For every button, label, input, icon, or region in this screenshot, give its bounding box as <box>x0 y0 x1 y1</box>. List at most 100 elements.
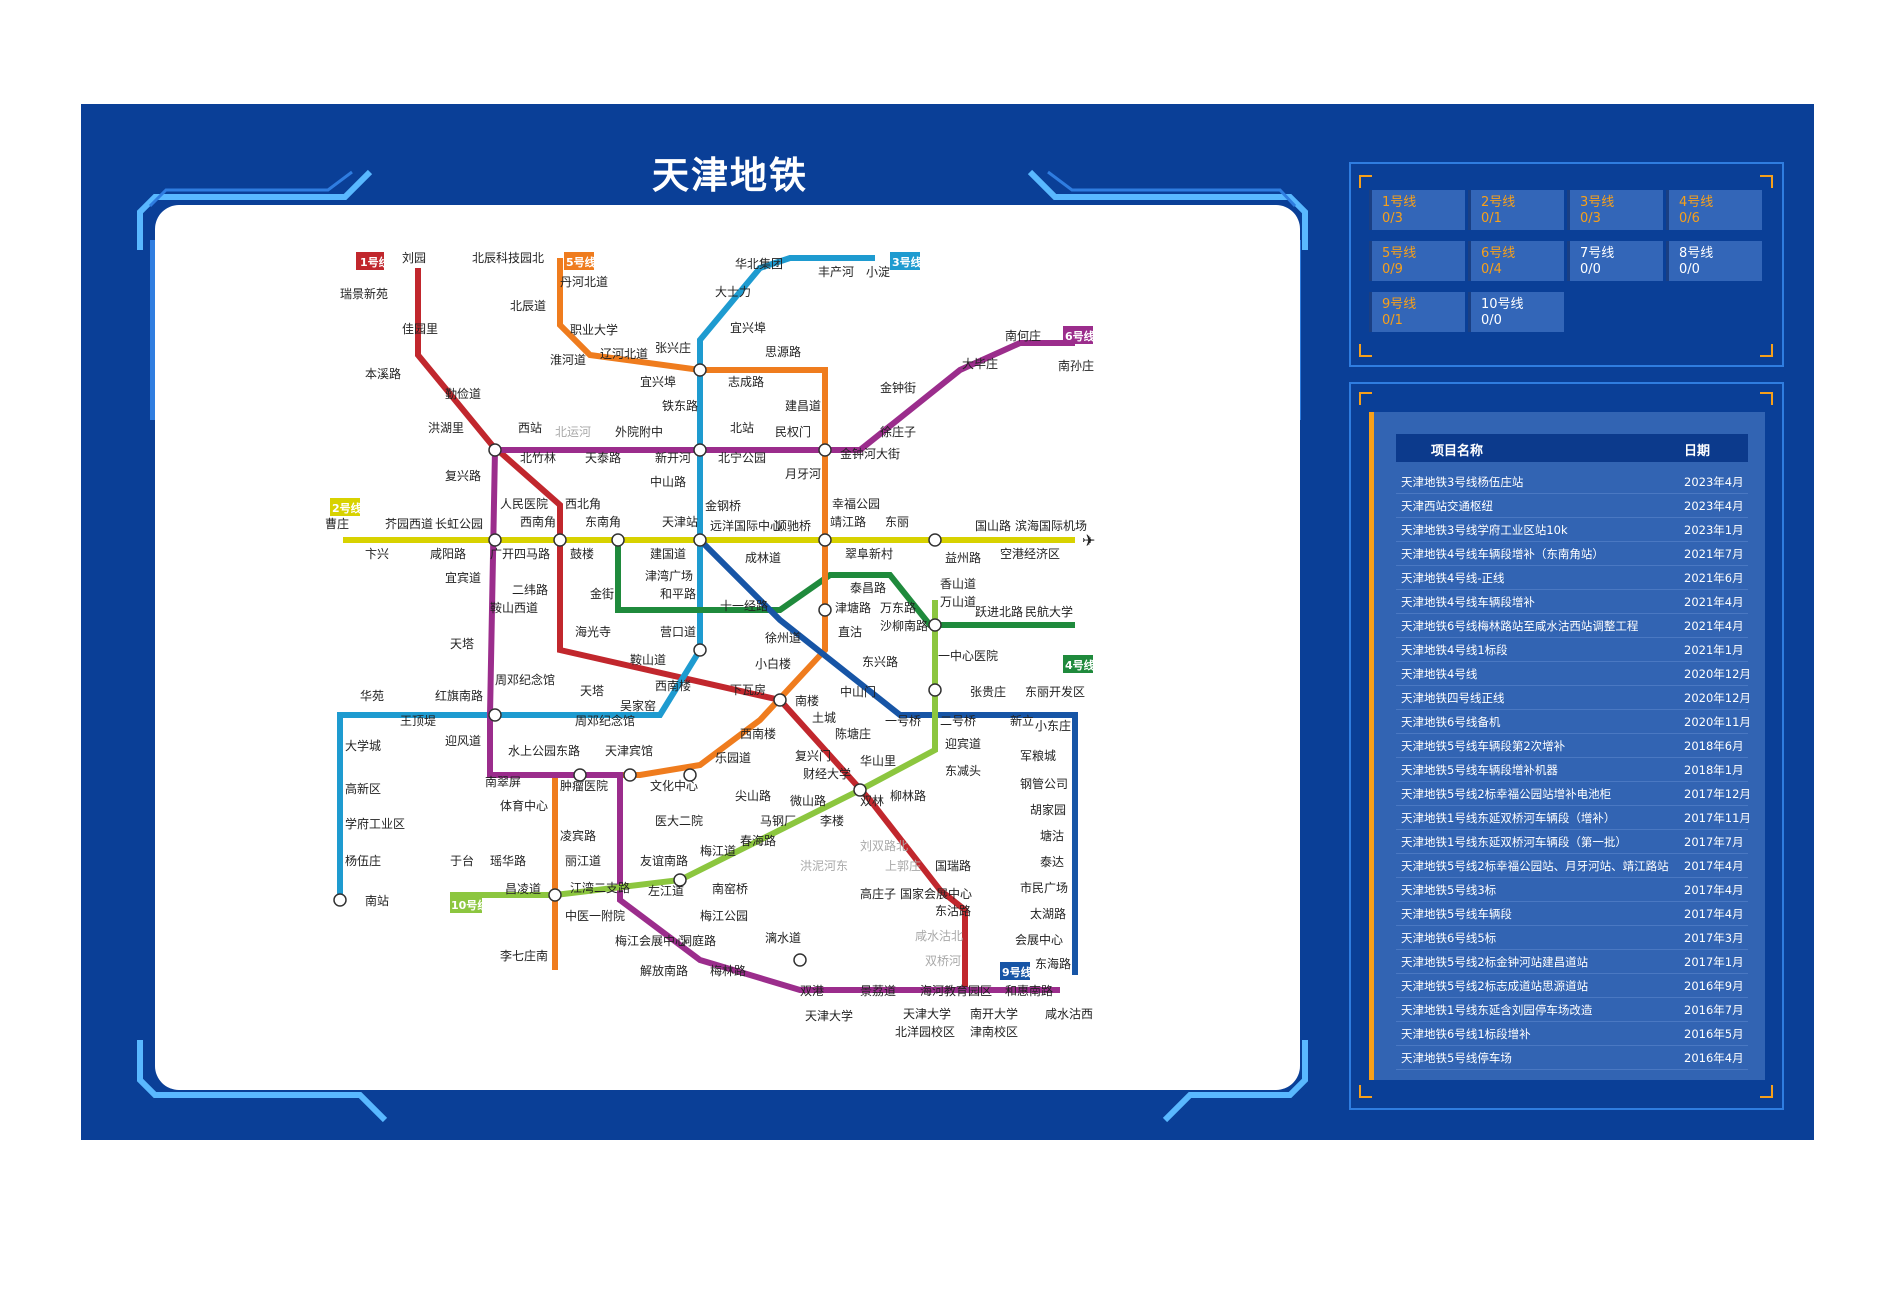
station-dashili: 大士力 <box>715 285 751 299</box>
line-item-name: 1号线 <box>1382 195 1417 210</box>
line-item-count: 0/3 <box>1382 211 1403 226</box>
station-fuxinglu: 复兴路 <box>445 468 481 483</box>
station-yidaeryuan: 医大二院 <box>655 814 703 828</box>
line-item-count: 0/4 <box>1481 262 1502 277</box>
project-date: 2017年4月 <box>1684 907 1744 921</box>
station-haiguangsi: 海光寺 <box>575 624 611 639</box>
station-changhongpark: 长虹公园 <box>435 517 483 531</box>
table-row[interactable]: 天津地铁5号线车辆段 2017年4月 <box>1396 902 1748 926</box>
station-guojiahuizhan: 国家会展中心 <box>900 886 972 901</box>
station-gulou: 鼓楼 <box>570 546 594 561</box>
station-zhigu: 直沽 <box>838 625 862 639</box>
line-3-path <box>337 255 875 900</box>
station-guoruilu: 国瑞路 <box>935 858 971 873</box>
station-majiachang: 马钢厂 <box>760 814 796 828</box>
col-project-name: 项目名称 <box>1431 444 1484 459</box>
station-zhangxingzhuang: 张兴庄 <box>655 340 691 355</box>
project-name: 天津地铁4号线车辆段增补 <box>1401 595 1535 609</box>
station-meijianghuizhanzhongxin: 梅江会展中心 <box>615 933 687 948</box>
table-row[interactable]: 天津地铁1号线东延双桥河车辆段（增补）2017年11月 <box>1396 806 1751 830</box>
station-xianshuigubei: 咸水沽北 <box>915 929 963 943</box>
station-qinjiandao: 勤俭道 <box>445 386 481 401</box>
station-dongtinglu: 洞庭路 <box>680 933 716 948</box>
line-item-name: 6号线 <box>1481 246 1516 261</box>
metro-map[interactable]: 1号线 2号线 3号线 4号线 5号线 6号线 9号线 10号线 刘园 瑞景新苑… <box>155 205 1300 1090</box>
station-dongnanjiao: 东南角 <box>585 514 621 529</box>
station-huizhanzhongxin: 会展中心 <box>1015 932 1063 947</box>
station-tianta: 天塔 <box>450 637 474 651</box>
station-huaihedao: 淮河道 <box>550 353 586 367</box>
project-name: 天津地铁4号线-正线 <box>1401 571 1505 585</box>
station-beichenkejiyuanbei: 北辰科技园北 <box>472 251 544 265</box>
project-name: 天津地铁5号线2标幸福公园站增补电池柜 <box>1401 787 1612 801</box>
table-row[interactable]: 天津地铁1号线东延双桥河车辆段（第一批）2017年7月 <box>1396 830 1748 854</box>
station-dongli: 东丽 <box>885 515 909 529</box>
station-nanzhan: 南站 <box>365 893 389 908</box>
project-name: 天津地铁4号线1标段 <box>1401 643 1508 657</box>
station-xibeijiao: 西北角 <box>565 497 601 511</box>
station-chunhailu: 春海路 <box>740 833 776 848</box>
station-yangwuzhuang: 杨伍庄 <box>345 853 381 868</box>
line-4-path <box>615 540 1075 628</box>
station-weishanlu: 微山路 <box>790 793 826 808</box>
station-shiminguangchang: 市民广场 <box>1020 880 1068 895</box>
station-yuejinbeilu: 跃进北路 <box>975 604 1023 619</box>
line-1-path <box>415 268 968 990</box>
project-name: 天津地铁5号线车辆段第2次增补 <box>1401 739 1566 753</box>
station-shunchiqiao: 顺驰桥 <box>775 519 811 533</box>
station-lijiangdao: 丽江道 <box>565 854 601 868</box>
station-liqizhuangnan: 李七庄南 <box>500 948 548 963</box>
station-jinzhongjie: 金钟街 <box>880 380 916 395</box>
table-row[interactable]: 天津地铁4号线车辆段增补（东南角站）2021年7月 <box>1396 542 1748 566</box>
station-meijianggongyuan: 梅江公园 <box>700 908 748 923</box>
station-jinglidao: 景荔道 <box>860 984 896 998</box>
page-title: 天津地铁 <box>652 154 808 197</box>
station-lingbinlu: 凌宾路 <box>560 828 596 843</box>
station-xianshuiguxi: 咸水沽西 <box>1045 1007 1093 1021</box>
station-jianshanlu: 尖山路 <box>735 788 771 803</box>
station-jiefangnanlu: 解放南路 <box>640 963 688 978</box>
station-tiantailu: 天泰路 <box>585 450 621 465</box>
station-konggangeco: 空港经济区 <box>1000 546 1060 561</box>
project-name: 天津地铁5号线车辆段 <box>1401 907 1512 921</box>
station-tianjinbinguan: 天津宾馆 <box>605 743 653 758</box>
svg-text:2号线: 2号线 <box>332 501 362 515</box>
station-jinwanguangchang: 津湾广场 <box>645 568 693 583</box>
project-name: 天津地铁四号线正线 <box>1401 691 1505 705</box>
line-item-name: 9号线 <box>1382 297 1417 312</box>
svg-text:6号线: 6号线 <box>1065 329 1095 343</box>
project-name: 天津地铁1号线东延双桥河车辆段（增补） <box>1401 811 1616 825</box>
station-renminhospital: 人民医院 <box>500 497 548 511</box>
